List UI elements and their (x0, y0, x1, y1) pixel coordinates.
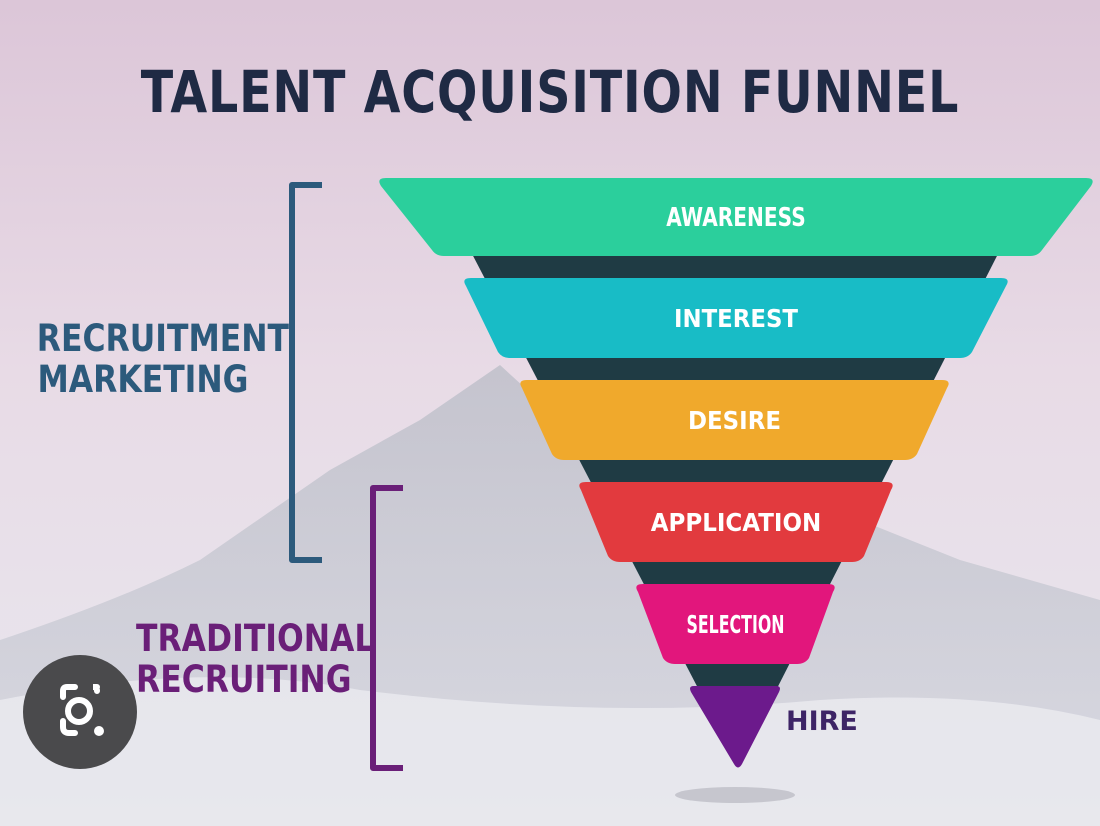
stage-label-awareness: AWARENESS (666, 203, 806, 233)
funnel-stage-hire (690, 686, 780, 768)
stage-label-application: APPLICATION (651, 508, 822, 537)
funnel-stage-interest (464, 278, 1008, 358)
traditional-recruiting-line2: RECRUITING (136, 658, 352, 702)
traditional-recruiting-line1: TRADITIONAL (136, 617, 375, 660)
traditional-recruiting-label: TRADITIONAL RECRUITING (136, 617, 375, 702)
recruitment-marketing-bracket (289, 182, 322, 563)
stage-label-hire: HIRE (786, 706, 858, 737)
traditional-recruiting-bracket (370, 485, 403, 771)
stage-label-selection: SELECTION (687, 610, 785, 639)
recruitment-marketing-line2: MARKETING (37, 358, 249, 402)
funnel-stage-awareness (379, 178, 1093, 256)
funnel-stage-application (579, 482, 893, 562)
google-lens-icon[interactable] (23, 655, 137, 769)
funnel-stage-desire (520, 380, 949, 460)
stage-label-desire: DESIRE (688, 406, 781, 435)
funnel-stage-selection (636, 584, 835, 664)
recruitment-marketing-label: RECRUITMENT MARKETING (36, 317, 290, 402)
recruitment-marketing-line1: RECRUITMENT (36, 317, 290, 360)
stage-label-interest: INTEREST (674, 304, 798, 333)
page-title: TALENT ACQUISITION FUNNEL (140, 58, 960, 126)
